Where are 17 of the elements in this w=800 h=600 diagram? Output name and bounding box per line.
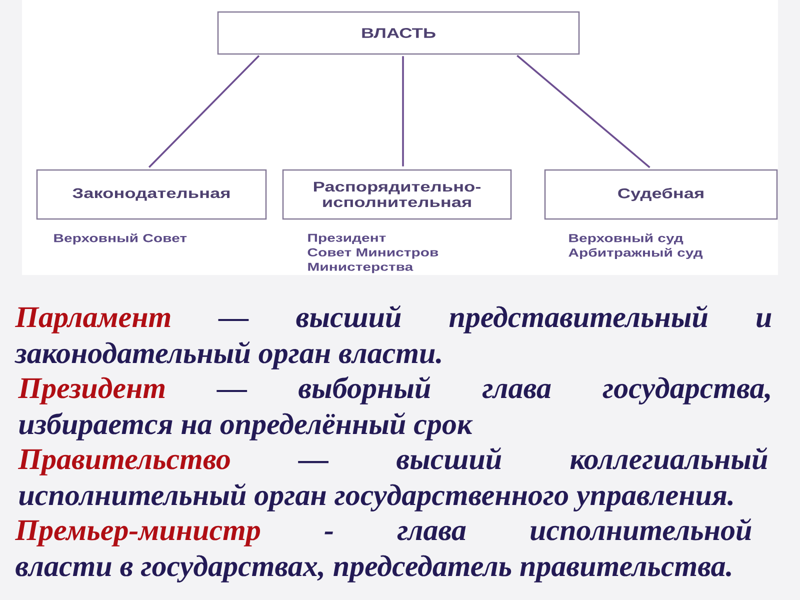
connector-line bbox=[402, 56, 404, 166]
connector-line bbox=[516, 54, 650, 168]
caption-text: Арбитражный суд bbox=[568, 248, 703, 259]
caption-text: Президент bbox=[308, 234, 386, 244]
caption-text: Министерства bbox=[308, 262, 414, 274]
definition-paragraph: Президент — выборный глава государства, избирается на определённый срок bbox=[18, 376, 770, 440]
definition-paragraph: Премьер-министр - глава исполнительной власти в государствах, председатель правительства. bbox=[14, 518, 752, 582]
root-box: ВЛАСТЬ bbox=[217, 11, 580, 55]
definition-paragraph: Правительство — высший коллегиальный исполнительный орган государственного управления. bbox=[18, 447, 768, 512]
caption-text: Верховный Совет bbox=[54, 234, 187, 244]
caption-text: Совет Министров bbox=[308, 248, 438, 259]
branch-box: Распорядительно-исполнительная bbox=[282, 169, 512, 220]
definition-paragraph: Парламент — высший представительный и законодательный орган власти. bbox=[14, 305, 772, 370]
branch-box: Судебная bbox=[544, 169, 778, 220]
connector-line bbox=[148, 55, 260, 168]
branch-box: Законодательная bbox=[36, 169, 267, 220]
caption-text: Верховный суд bbox=[569, 234, 684, 244]
